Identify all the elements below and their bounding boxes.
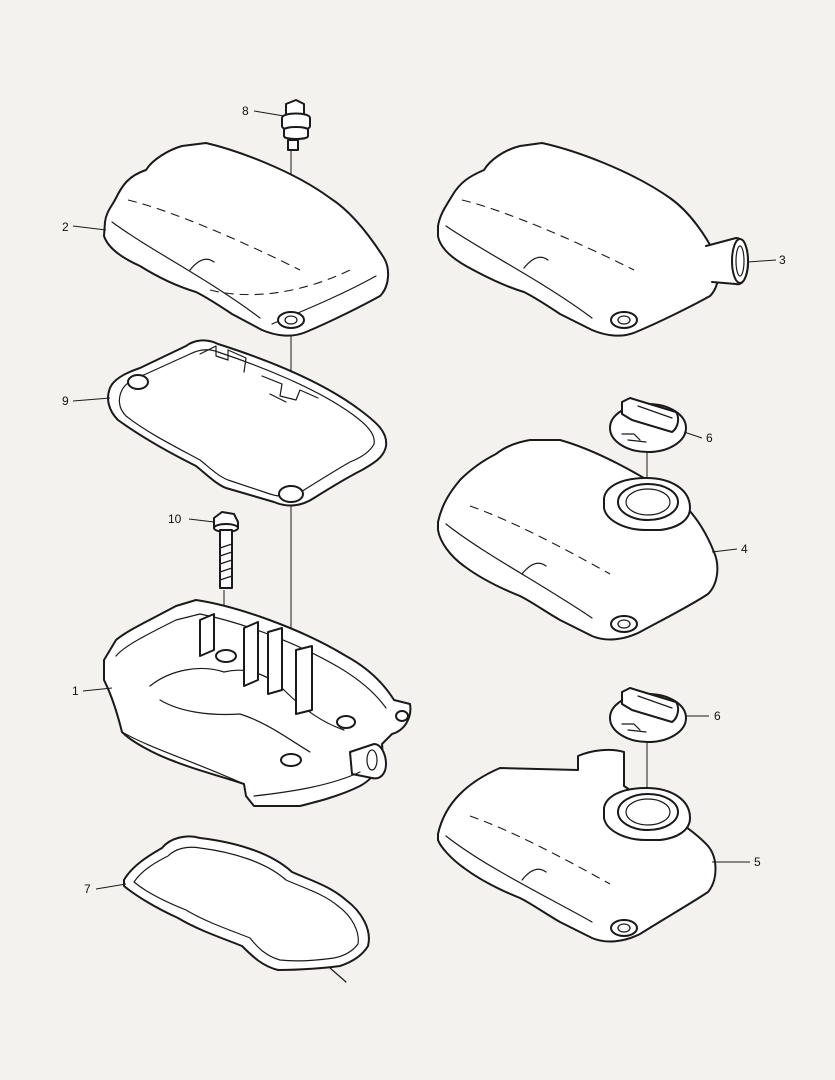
cover-part-5: [437, 748, 717, 943]
callout-10: 10: [168, 512, 182, 526]
base-housing-part-1: [103, 599, 412, 807]
cover-part-2: [103, 142, 390, 337]
callout-8: 8: [242, 104, 249, 118]
oil-cap-part-6-upper: [609, 397, 687, 453]
callout-4: 4: [741, 542, 748, 556]
callout-1: 1: [72, 684, 79, 698]
callout-6-lower: 6: [714, 709, 721, 723]
leader-6-upper: [683, 431, 703, 439]
leader-4: [711, 548, 738, 553]
leader-9: [72, 397, 111, 402]
gasket-part-7: [123, 835, 370, 983]
callout-2: 2: [62, 220, 69, 234]
gasket-part-9: [107, 339, 388, 507]
leader-7: [95, 883, 127, 890]
leader-lines: [72, 110, 777, 890]
callout-6-upper: 6: [706, 431, 713, 445]
callout-5: 5: [754, 855, 761, 869]
leader-3: [747, 259, 777, 263]
cover-part-3: [437, 142, 749, 337]
callout-labels: 8 2 3 9 6 10 4 1 6 5 7: [62, 104, 786, 896]
callout-7: 7: [84, 882, 91, 896]
oil-cap-part-6-lower: [609, 687, 687, 743]
leader-8: [253, 110, 285, 117]
bolt-part-10: [213, 511, 239, 589]
callout-9: 9: [62, 394, 69, 408]
sensor-plug-part-8: [281, 99, 311, 151]
leader-10: [188, 518, 215, 523]
leader-1: [82, 687, 113, 692]
leader-2: [72, 225, 107, 231]
callout-3: 3: [779, 253, 786, 267]
cover-part-4: [437, 439, 719, 641]
